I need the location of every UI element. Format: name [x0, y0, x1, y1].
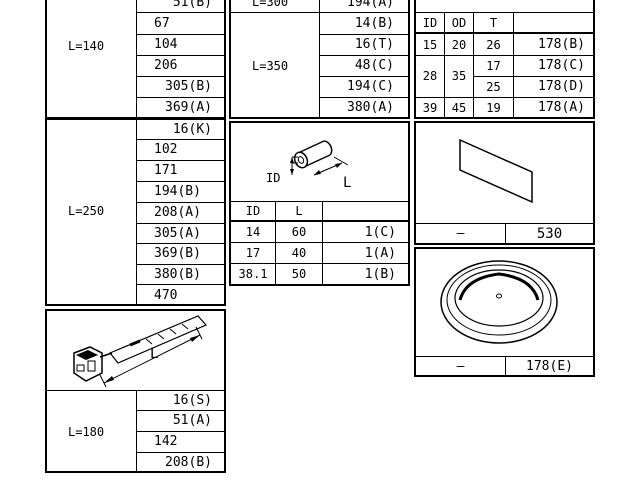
cell-t: 19	[486, 101, 501, 115]
part-number: 178(C)	[538, 58, 585, 73]
cell-l: 40	[291, 246, 307, 260]
part-number: 206	[154, 58, 178, 73]
length-label: L=140	[68, 39, 105, 53]
column-header: ID	[422, 16, 438, 30]
part-number: 178(B)	[538, 37, 585, 52]
part-number: 51(B)	[172, 0, 212, 10]
part-number: 171	[154, 163, 178, 178]
part-number: 104	[154, 37, 178, 52]
part-number: 67	[154, 16, 170, 31]
length-label: L=180	[68, 425, 105, 439]
length-label: L=350	[252, 59, 289, 73]
strap-drawing	[73, 315, 207, 388]
cell-id: 39	[422, 101, 438, 115]
cell-od: 35	[451, 69, 467, 83]
table-tube	[229, 121, 410, 286]
part-number: 305(B)	[165, 79, 212, 94]
column-header: OD	[451, 16, 467, 30]
length-label: L=250	[68, 204, 105, 218]
cell-id: 17	[245, 246, 261, 260]
part-number: 16(T)	[354, 37, 394, 52]
table-l250	[45, 118, 226, 306]
cell-l: 50	[291, 267, 307, 281]
length-label: L=300	[252, 0, 289, 9]
cell-id: 38.1	[238, 267, 268, 281]
cell-t: 17	[486, 59, 501, 73]
part-number: 208(A)	[154, 205, 201, 220]
cell-od: 45	[451, 101, 467, 115]
part-number: 16(K)	[172, 122, 212, 137]
part-number: 208(B)	[165, 455, 212, 470]
divider	[136, 0, 137, 118]
part-number: 142	[154, 434, 178, 449]
cell-id: 28	[422, 69, 438, 83]
part-number: 380(A)	[347, 100, 394, 115]
dash: —	[456, 226, 465, 241]
dash: —	[456, 359, 465, 374]
part-number: 1(A)	[364, 246, 396, 261]
part-number: 14(B)	[354, 16, 394, 31]
cell-l: 60	[291, 225, 307, 239]
cell-t: 26	[486, 38, 501, 52]
part-number: 194(A)	[347, 0, 394, 10]
part-number: 16(S)	[172, 393, 212, 408]
cell-id: 15	[422, 38, 438, 52]
table-l140	[45, 0, 226, 119]
oval-drawing	[440, 260, 558, 344]
dimension-label: L	[150, 346, 159, 362]
part-number: 102	[154, 142, 178, 157]
part-number: 530	[536, 226, 563, 242]
part-number: 178(E)	[526, 359, 573, 374]
part-number: 1(C)	[364, 225, 396, 240]
part-number: 369(B)	[154, 246, 201, 261]
part-number: 194(C)	[347, 79, 394, 94]
column-header: T	[489, 16, 498, 30]
cell-id: 14	[245, 225, 261, 239]
part-number: 470	[154, 288, 178, 303]
column-header: ID	[245, 204, 261, 218]
tube-drawing	[290, 140, 349, 176]
cell-t: 25	[486, 80, 501, 94]
table-l180	[45, 309, 226, 473]
part-number: 51(A)	[172, 413, 212, 428]
part-number: 369(A)	[165, 100, 212, 115]
column-header: L	[295, 204, 303, 218]
dimension-label: L	[343, 175, 352, 191]
part-number: 305(A)	[154, 226, 201, 241]
part-number: 380(B)	[154, 267, 201, 282]
part-number: 48(C)	[354, 58, 394, 73]
part-number: 1(B)	[364, 267, 396, 282]
dimension-label: ID	[266, 171, 281, 185]
part-number: 178(D)	[538, 79, 585, 94]
sheet-drawing	[459, 138, 533, 204]
part-number: 194(B)	[154, 184, 201, 199]
part-number: 178(A)	[538, 100, 585, 115]
cell-od: 20	[451, 38, 467, 52]
